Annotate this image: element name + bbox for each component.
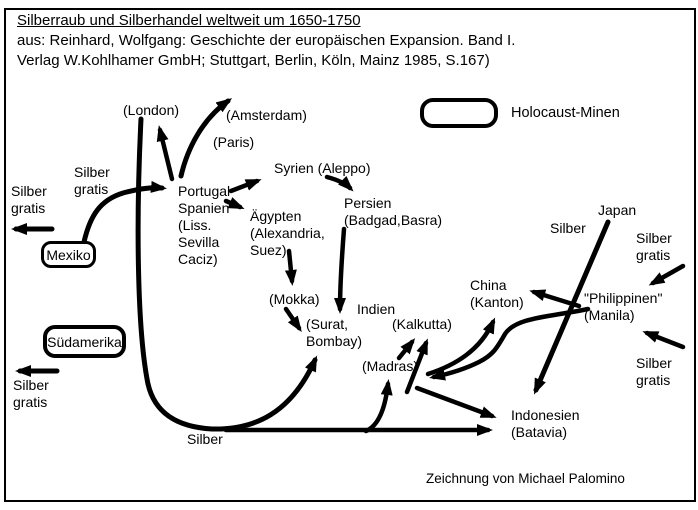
place-mokka: (Mokka) [269, 291, 320, 307]
source-line-2: Verlag W.Kohlhamer GmbH; Stuttgart, Berl… [17, 52, 490, 69]
flow-silber-gratis-nordost: Silber gratis [636, 230, 672, 263]
arrow-portugal-to-syrien [228, 178, 262, 194]
arrow-mexiko-to-portugal [81, 180, 167, 245]
arrow-philippinen-to-madras [429, 306, 591, 381]
place-china-kanton: China (Kanton) [470, 277, 524, 310]
place-paris: (Paris) [213, 134, 255, 150]
place-persien: Persien (Badgad,Basra) [344, 195, 443, 228]
arrow-portugal-to-london [156, 125, 175, 182]
suedamerika-mine-box: Südamerika [43, 325, 126, 358]
legend-label: Holocaust-Minen [511, 105, 620, 121]
place-kalkutta: (Kalkutta) [392, 316, 452, 332]
flow-silber-gratis-mexiko: Silber gratis [74, 164, 110, 197]
arrow-portugal-to-amsterdam [178, 98, 233, 179]
arrow-silbergratis-to-philippinen-south [642, 330, 686, 350]
arrow-aegypten-to-mokka [284, 248, 297, 286]
diagram-title: Silberraub und Silberhandel weltweit um … [17, 12, 361, 29]
flow-silber-gratis-suedwest: Silber gratis [13, 377, 49, 410]
source-line-1: aus: Reinhard, Wolfgang: Geschichte der … [17, 32, 516, 49]
arrow-branch-to-madras [363, 379, 393, 434]
arrow-madras-to-kalkutta-b [404, 338, 429, 395]
place-syrien: Syrien (Aleppo) [274, 160, 371, 176]
arrow-madras-to-batavia [414, 385, 497, 419]
credit-line: Zeichnung von Michael Palomino [426, 471, 625, 486]
arrow-portugal-to-aegypten [223, 197, 245, 210]
place-amsterdam: (Amsterdam) [226, 107, 307, 123]
suedamerika-label: Südamerika [47, 333, 122, 350]
flow-silber-japan: Silber [550, 220, 586, 236]
place-surat-bombay: (Surat, Bombay) [306, 316, 363, 349]
place-london: (London) [123, 102, 180, 118]
place-aegypten: Ägypten (Alexandria, Suez) [250, 208, 325, 258]
place-madras: (Madras) [362, 358, 419, 374]
place-indien: Indien [357, 301, 396, 317]
arrow-mokka-to-surat [283, 306, 302, 333]
arrow-persien-to-surat [334, 226, 347, 314]
diagram-frame [4, 8, 696, 502]
flow-silber-gratis-west: Silber gratis [11, 183, 47, 216]
arrow-japan-to-batavia [533, 219, 611, 395]
mexiko-mine-box: Mexiko [41, 241, 96, 268]
flow-silber-london-route: Silber [187, 431, 223, 447]
arrow-silbergratis-to-philippinen-north [648, 263, 686, 286]
header-block: Silberraub und Silberhandel weltweit um … [17, 11, 515, 71]
flow-silber-gratis-suedost: Silber gratis [636, 355, 672, 388]
arrow-madras-to-kalkutta-a [396, 338, 416, 361]
legend-mine-symbol [420, 98, 498, 128]
mexiko-label: Mexiko [46, 246, 91, 263]
place-portugal-spanien: Portugal Spanien (Liss. Sevilla Caciz) [178, 183, 231, 267]
place-japan: Japan [598, 202, 637, 218]
place-philippinen-manila: "Philippinen" (Manila) [584, 290, 663, 323]
arrow-london-route-to-surat [135, 116, 318, 432]
arrow-syrien-to-persien [324, 174, 354, 192]
place-indonesien-batavia: Indonesien (Batavia) [511, 407, 580, 440]
